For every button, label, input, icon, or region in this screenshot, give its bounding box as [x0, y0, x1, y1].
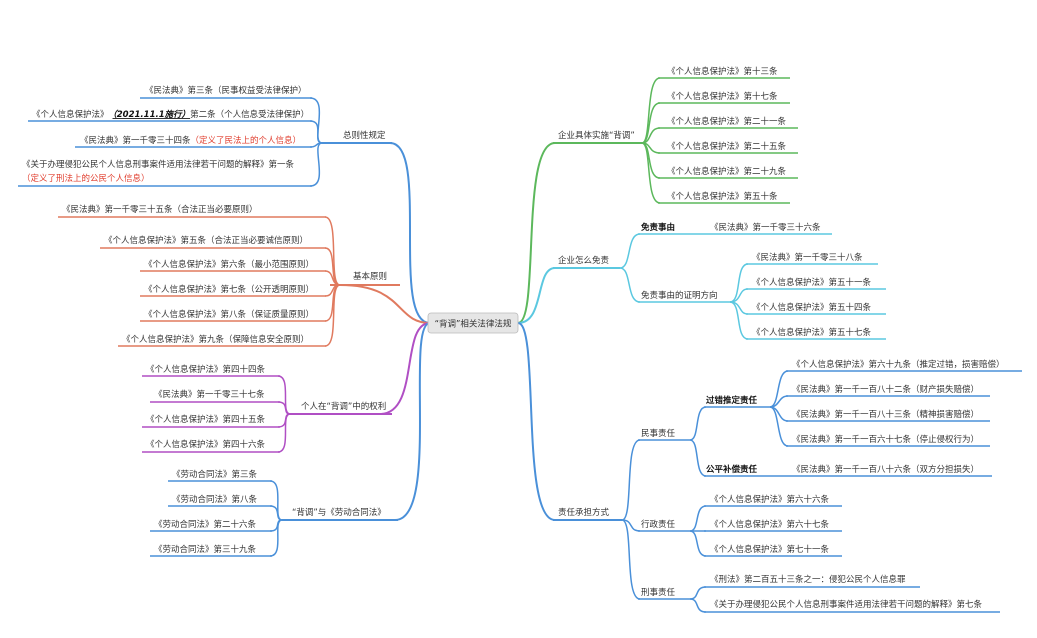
principles-leaf[interactable]: 《个人信息保护法》第七条（公开透明原则）: [144, 284, 314, 295]
topic-liability[interactable]: 责任承担方式: [558, 507, 610, 518]
topic-underlines: [282, 142, 642, 521]
general-leaf-part: 第二条（个人信息受法律保护）: [190, 109, 309, 120]
implement-leaf[interactable]: 《个人信息保护法》第二十九条: [667, 166, 787, 177]
rights-leaf[interactable]: 《个人信息保护法》第四十六条: [146, 439, 266, 450]
implement-leaf[interactable]: 《个人信息保护法》第五十条: [667, 191, 778, 202]
fault-liability-label[interactable]: 过错推定责任: [706, 395, 758, 406]
rights-leaf[interactable]: 《民法典》第一千零三十七条: [154, 389, 265, 400]
connector-labor: [394, 322, 431, 521]
principles-leaf[interactable]: 《民法典》第一千零三十五条（合法正当必要原则）: [62, 204, 258, 215]
general-leaf-note: （定义了刑法上的公民个人信息）: [22, 173, 150, 184]
labor-leaf[interactable]: 《劳动合同法》第二十六条: [154, 519, 257, 530]
principles-leaf[interactable]: 《个人信息保护法》第九条（保障信息安全原则）: [122, 334, 309, 345]
implement-leaf[interactable]: 《个人信息保护法》第二十五条: [667, 141, 787, 152]
general-leaf[interactable]: 《民法典》第一千零三十四条（定义了民法上的个人信息）: [80, 135, 301, 146]
fault-liability-leaf[interactable]: 《民法典》第一千一百六十七条（停止侵权行为）: [792, 434, 979, 445]
exempt-proof-leaf[interactable]: 《民法典》第一千零三十八条: [752, 252, 863, 263]
connector-liability: [517, 322, 556, 521]
liability-leaf-lines: [621, 370, 1022, 613]
topic-labor[interactable]: “背调”与《劳动合同法》: [292, 507, 386, 518]
topic-exempt[interactable]: 企业怎么免责: [558, 255, 610, 266]
fault-liability-leaf[interactable]: 《民法典》第一千一百八十二条（财产损失赔偿）: [792, 384, 979, 395]
fair-compensation-leaf[interactable]: 《民法典》第一千一百八十六条（双方分担损失）: [792, 464, 979, 475]
principles-leaf[interactable]: 《个人信息保护法》第五条（合法正当必要诚信原则）: [104, 235, 308, 246]
connector-general: [389, 142, 431, 324]
exempt-proof-leaf[interactable]: 《个人信息保护法》第五十七条: [752, 327, 872, 338]
general-leaf[interactable]: 《个人信息保护法》 （2021.11.1施行）第二条（个人信息受法律保护）: [32, 109, 309, 120]
fault-liability-leaf[interactable]: 《个人信息保护法》第六十九条（推定过错，损害赔偿）: [792, 359, 1005, 370]
principles-leaf[interactable]: 《个人信息保护法》第六条（最小范围原则）: [144, 259, 314, 270]
connector-principles: [339, 284, 431, 324]
general-leaf[interactable]: 《关于办理侵犯公民个人信息刑事案件适用法律若干问题的解释》第一条: [22, 159, 295, 170]
general-leaf-effective-date: （2021.11.1施行）: [113, 109, 191, 120]
fair-compensation-label[interactable]: 公平补偿责任: [706, 464, 758, 475]
connector-implement: [517, 142, 556, 324]
rights-leaf-lines: [142, 375, 291, 453]
implement-leaf-lines: [641, 77, 798, 204]
labor-leaf[interactable]: 《劳动合同法》第三条: [172, 469, 258, 480]
connector-rights: [379, 322, 431, 415]
admin-liability-leaf[interactable]: 《个人信息保护法》第六十六条: [710, 494, 830, 505]
labor-leaf[interactable]: 《劳动合同法》第八条: [172, 494, 258, 505]
fault-liability-leaf[interactable]: 《民法典》第一千一百八十三条（精神损害赔偿）: [792, 409, 979, 420]
criminal-liability-label[interactable]: 刑事责任: [641, 587, 676, 598]
exempt-leaf-lines: [619, 233, 886, 340]
center-node[interactable]: “背调”相关法律法规: [427, 312, 519, 334]
topic-principles[interactable]: 基本原则: [353, 271, 387, 282]
general-leaf[interactable]: 《民法典》第三条（民事权益受法律保护）: [145, 85, 307, 96]
exempt-reason-label[interactable]: 免责事由: [641, 222, 675, 233]
exempt-proof-label[interactable]: 免责事由的证明方向: [641, 290, 718, 301]
exempt-proof-leaf[interactable]: 《个人信息保护法》第五十一条: [752, 277, 872, 288]
implement-leaf[interactable]: 《个人信息保护法》第二十一条: [667, 116, 787, 127]
labor-leaf[interactable]: 《劳动合同法》第三十九条: [154, 544, 257, 555]
admin-liability-leaf[interactable]: 《个人信息保护法》第六十七条: [710, 519, 830, 530]
branch-connectors: [339, 142, 556, 521]
criminal-liability-leaf[interactable]: 《关于办理侵犯公民个人信息刑事案件适用法律若干问题的解释》第七条: [710, 599, 983, 610]
general-leaf-lines: [18, 97, 323, 187]
center-node-label: “背调”相关法律法规: [435, 319, 512, 330]
topic-general[interactable]: 总则性规定: [343, 130, 386, 141]
labor-leaf-lines: [150, 480, 283, 557]
general-leaf-note: （定义了民法上的个人信息）: [191, 135, 302, 146]
admin-liability-label[interactable]: 行政责任: [641, 519, 676, 530]
connector-exempt: [517, 267, 556, 324]
exempt-proof-leaf[interactable]: 《个人信息保护法》第五十四条: [752, 302, 872, 313]
civil-liability-label[interactable]: 民事责任: [641, 428, 676, 439]
implement-leaf[interactable]: 《个人信息保护法》第十七条: [667, 91, 778, 102]
rights-leaf[interactable]: 《个人信息保护法》第四十四条: [146, 364, 266, 375]
principles-leaf[interactable]: 《个人信息保护法》第八条（保证质量原则）: [144, 309, 314, 320]
exempt-reason-leaf[interactable]: 《民法典》第一千零三十六条: [710, 222, 821, 233]
rights-leaf[interactable]: 《个人信息保护法》第四十五条: [146, 414, 266, 425]
topic-implement[interactable]: 企业具体实施“背调”: [558, 130, 635, 141]
topic-rights[interactable]: 个人在“背调”中的权利: [301, 401, 386, 412]
criminal-liability-leaf[interactable]: 《刑法》第二百五十三条之一：侵犯公民个人信息罪: [710, 574, 906, 585]
center-node-box: [427, 312, 519, 334]
general-leaf-part: 《个人信息保护法》: [32, 109, 109, 120]
general-leaf-part: 《民法典》第一千零三十四条: [80, 135, 191, 146]
admin-liability-leaf[interactable]: 《个人信息保护法》第七十一条: [710, 544, 830, 555]
implement-leaf[interactable]: 《个人信息保护法》第十三条: [667, 66, 778, 77]
principles-leaf-lines: [58, 216, 341, 347]
